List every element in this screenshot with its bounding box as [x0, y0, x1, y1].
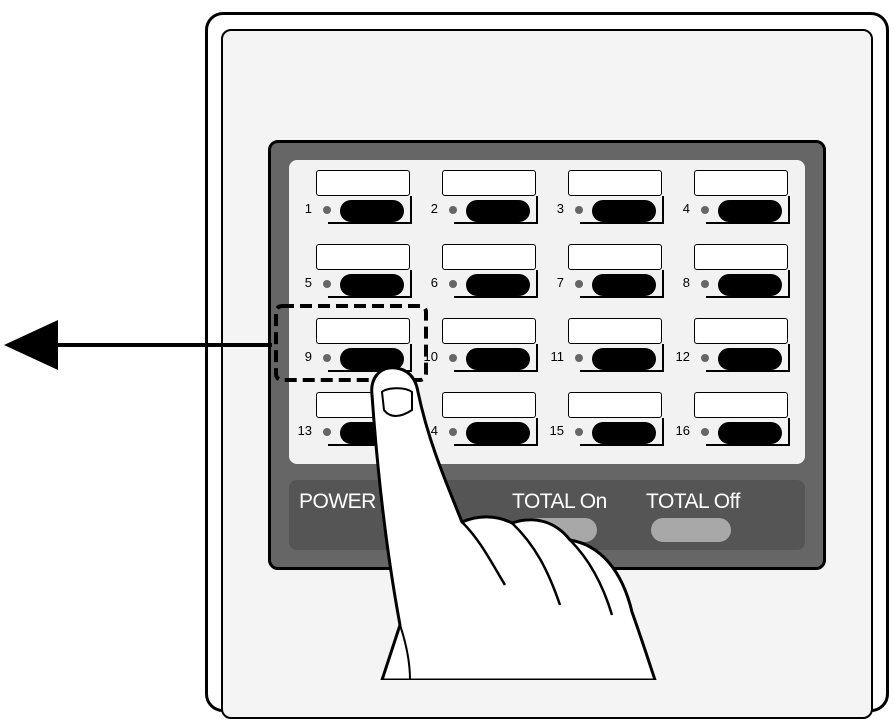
switch-bracket	[454, 418, 538, 446]
channel-led-indicator	[449, 428, 457, 436]
channel-number: 2	[430, 201, 438, 216]
annotation-overlay	[4, 304, 657, 680]
channel-number: 4	[682, 201, 690, 216]
channel-number: 8	[682, 275, 690, 290]
channel-led-indicator	[701, 428, 709, 436]
switch-bracket	[580, 418, 664, 446]
channel-switch-button[interactable]	[340, 348, 404, 370]
channel-cell-16: 16	[666, 382, 790, 456]
channel-led-indicator	[323, 206, 331, 214]
channel-led-indicator	[323, 354, 331, 362]
switch-bracket	[580, 196, 664, 224]
switch-bracket	[454, 344, 538, 372]
channel-number: 6	[430, 275, 438, 290]
channel-led-indicator	[575, 280, 583, 288]
left-arrow-icon	[4, 320, 272, 370]
switch-bracket	[706, 270, 790, 298]
channel-switch-button[interactable]	[340, 200, 404, 222]
switch-bracket	[580, 270, 664, 298]
channel-label-box	[694, 244, 788, 270]
channel-led-indicator	[701, 280, 709, 288]
channel-label-box	[568, 392, 662, 418]
channel-led-indicator	[575, 428, 583, 436]
channel-led-indicator	[701, 354, 709, 362]
switch-bracket	[328, 196, 412, 224]
channel-label-box	[568, 318, 662, 344]
hand-pointer-icon	[370, 366, 657, 680]
channel-label-box	[442, 170, 536, 196]
channel-switch-button[interactable]	[718, 200, 782, 222]
channel-led-indicator	[701, 206, 709, 214]
channel-label-box	[568, 170, 662, 196]
channel-switch-button[interactable]	[340, 274, 404, 296]
channel-cell-2: 2	[414, 160, 538, 234]
channel-switch-button[interactable]	[592, 274, 656, 296]
channel-label-box	[442, 318, 536, 344]
channel-switch-button[interactable]	[466, 274, 530, 296]
channel-switch-button[interactable]	[466, 200, 530, 222]
channel-led-indicator	[323, 280, 331, 288]
switch-bracket	[328, 270, 412, 298]
channel-cell-5: 5	[288, 234, 412, 308]
channel-label-box	[316, 244, 410, 270]
channel-number: 3	[556, 201, 564, 216]
channel-cell-4: 4	[666, 160, 790, 234]
channel-cell-12: 12	[666, 308, 790, 382]
channel-number: 9	[304, 349, 312, 364]
channel-cell-9: 9	[288, 308, 412, 382]
switch-bracket	[706, 418, 790, 446]
channel-cell-11: 11	[540, 308, 664, 382]
channel-label-box	[694, 318, 788, 344]
switch-bracket	[706, 196, 790, 224]
channel-number: 7	[556, 275, 564, 290]
channel-label-box	[442, 392, 536, 418]
channel-label-box	[568, 244, 662, 270]
channel-number: 5	[304, 275, 312, 290]
highlight-dashed-box	[274, 304, 428, 382]
channel-label-box	[316, 170, 410, 196]
total-on-label: TOTAL On	[512, 490, 607, 513]
channel-switch-button[interactable]	[466, 422, 530, 444]
channel-switch-button[interactable]	[466, 348, 530, 370]
switch-bracket	[706, 344, 790, 372]
channel-label-box	[694, 170, 788, 196]
power-label: POWER	[299, 490, 376, 513]
channel-cell-7: 7	[540, 234, 664, 308]
channel-number: 12	[675, 349, 690, 364]
channel-switch-button[interactable]	[592, 200, 656, 222]
switch-bracket	[328, 344, 412, 372]
channel-switch-button[interactable]	[718, 422, 782, 444]
channel-number: 16	[675, 423, 690, 438]
channel-switch-button[interactable]	[592, 422, 656, 444]
switch-bracket	[454, 270, 538, 298]
channel-cell-15: 15	[540, 382, 664, 456]
channel-cell-3: 3	[540, 160, 664, 234]
channel-cell-10: 10	[414, 308, 538, 382]
channel-number: 1	[304, 201, 312, 216]
channel-switch-button[interactable]	[718, 274, 782, 296]
channel-cell-1: 1	[288, 160, 412, 234]
switch-bracket	[454, 196, 538, 224]
channel-label-box	[442, 244, 536, 270]
channel-led-indicator	[449, 206, 457, 214]
channel-number: 13	[297, 423, 312, 438]
total-off-button[interactable]	[651, 518, 731, 542]
channel-label-box	[694, 392, 788, 418]
switch-bracket	[580, 344, 664, 372]
channel-led-indicator	[449, 354, 457, 362]
channel-led-indicator	[575, 354, 583, 362]
channel-cell-14: 14	[414, 382, 538, 456]
channel-cell-8: 8	[666, 234, 790, 308]
channel-label-box	[316, 318, 410, 344]
channel-led-indicator	[575, 206, 583, 214]
channel-number: 11	[550, 349, 565, 364]
channel-number: 15	[549, 423, 564, 438]
channel-cell-6: 6	[414, 234, 538, 308]
total-off-label: TOTAL Off	[646, 490, 740, 513]
channel-switch-button[interactable]	[592, 348, 656, 370]
channel-led-indicator	[449, 280, 457, 288]
channel-led-indicator	[323, 428, 331, 436]
channel-switch-button[interactable]	[718, 348, 782, 370]
